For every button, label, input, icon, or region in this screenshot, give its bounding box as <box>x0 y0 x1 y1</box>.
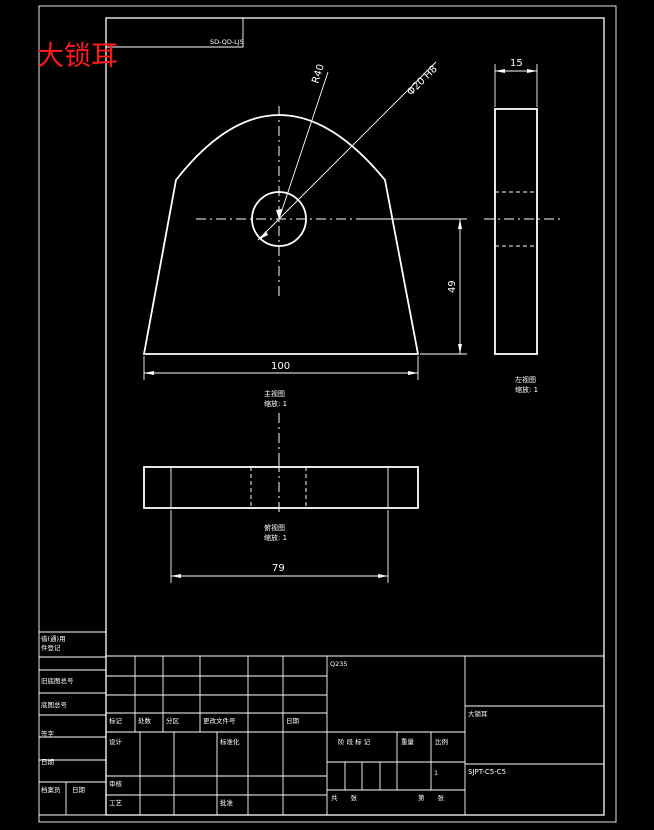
sheet-no: 第 张 <box>418 793 445 802</box>
base-no-label: 旧底图总号 <box>41 676 74 685</box>
height-dim: 49 <box>447 280 458 293</box>
material-value: Q235 <box>330 660 348 668</box>
use-note-line2: 件登记 <box>41 643 61 652</box>
zone-header: 分区 <box>166 716 180 725</box>
archive-no-label: 档案员 <box>41 785 61 794</box>
left-strip <box>39 631 106 816</box>
bottom-view-scale: 缩放: 1 <box>264 533 287 542</box>
width-dim: 100 <box>271 361 290 372</box>
archive-date-label: 日期 <box>72 786 86 794</box>
total-sheets: 共 张 <box>331 793 358 802</box>
radius-arrow <box>276 209 282 219</box>
date-header: 日期 <box>286 717 300 725</box>
side-view-label: 左视图 <box>515 375 536 384</box>
title-part-name: 大锁耳 <box>468 709 488 718</box>
code-box-label: SD-QD-LJS <box>210 38 244 46</box>
hole-dim: Φ20 H8 <box>405 64 439 98</box>
part-name-red: 大锁耳 <box>37 41 118 72</box>
approve-label: 批准 <box>220 798 234 807</box>
change-doc-header: 更改文件号 <box>203 716 236 725</box>
hole-arrow <box>258 231 268 240</box>
height-arrow-bottom <box>458 344 462 354</box>
bottom-view-outline <box>143 466 419 509</box>
ratio-header: 比例 <box>435 737 448 746</box>
width-arrow-left <box>144 371 154 375</box>
sign-label: 签字 <box>41 729 55 738</box>
review-label: 审核 <box>109 779 123 788</box>
main-view-outline <box>142 114 420 355</box>
spacing-arrow-left <box>171 574 181 578</box>
height-arrow-top <box>458 219 462 229</box>
weight-header: 重量 <box>401 738 415 746</box>
outer-border <box>38 5 617 823</box>
title-block-grid <box>106 655 604 815</box>
inner-border <box>105 17 605 816</box>
design-label: 设计 <box>109 737 123 746</box>
standardize-label: 标准化 <box>220 737 240 746</box>
side-view-scale: 缩放: 1 <box>515 385 538 394</box>
thick-dim: 15 <box>510 58 523 69</box>
thick-arrow-left <box>495 69 505 73</box>
code-box <box>106 18 244 48</box>
radius-leader <box>278 71 329 220</box>
main-view-scale: 缩放: 1 <box>264 399 287 408</box>
width-arrow-right <box>408 371 418 375</box>
ratio-value: 1 <box>434 769 438 777</box>
count-header: 处数 <box>138 716 152 725</box>
side-view-outline <box>494 108 538 355</box>
main-view-label: 主视图 <box>264 389 285 398</box>
mark-header: 标记 <box>109 716 123 725</box>
hole-leader <box>257 61 437 241</box>
use-note-line1: 借(通)用 <box>41 634 66 643</box>
base-drawing-no-label: 底图总号 <box>41 700 68 709</box>
stage-mark-header: 阶 段 标 记 <box>338 737 371 746</box>
bottom-view-label: 俯视图 <box>264 523 285 532</box>
date-label: 日期 <box>41 758 55 766</box>
drawing-code: SJPT-C5-C5 <box>468 768 506 776</box>
spacing-dim: 79 <box>272 563 285 574</box>
spacing-arrow-right <box>378 574 388 578</box>
thick-arrow-right <box>527 69 537 73</box>
process-label: 工艺 <box>109 799 123 807</box>
